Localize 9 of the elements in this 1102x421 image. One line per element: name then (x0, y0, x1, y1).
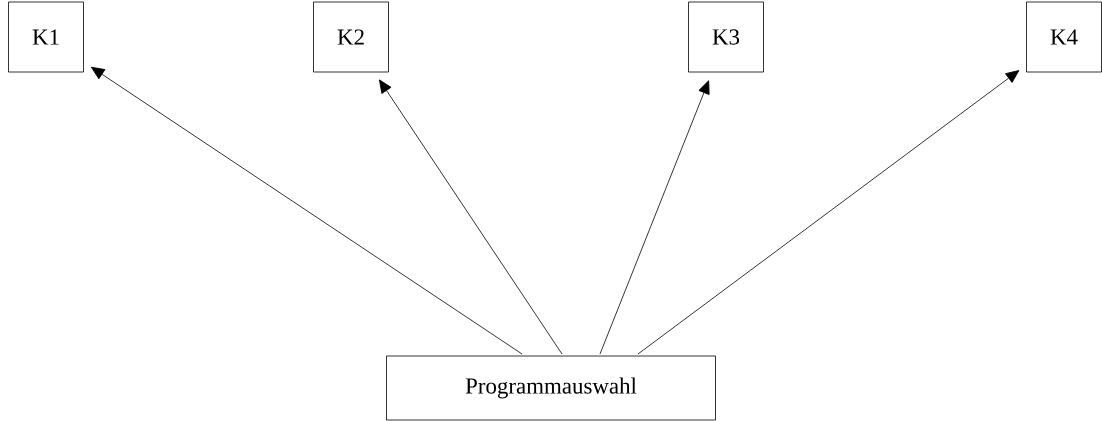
arrow (637, 70, 1020, 355)
process-box: K4 (1026, 1, 1102, 73)
process-box: K1 (8, 1, 84, 73)
arrow (379, 79, 563, 355)
program-box: Programmauswahl (386, 355, 716, 421)
process-box: K2 (313, 1, 389, 73)
process-box: K3 (688, 1, 764, 73)
arrow (91, 66, 523, 355)
arrow (599, 80, 710, 355)
